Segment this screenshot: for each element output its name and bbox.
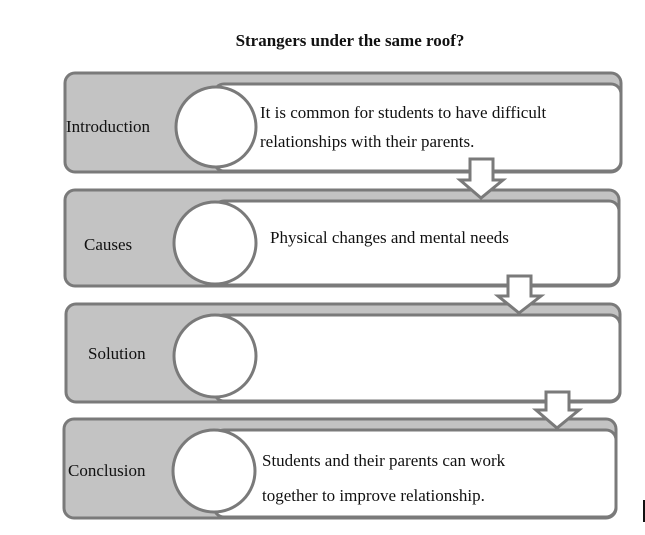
section-introduction-text: It is common for students to have diffic… (260, 103, 547, 151)
diagram-title: Strangers under the same roof? (235, 31, 465, 50)
section-causes-text: Physical changes and mental needs (270, 228, 509, 247)
text-cursor (643, 500, 645, 522)
down-arrow-icon (531, 390, 584, 430)
section-solution-label: Solution (88, 344, 146, 363)
section-introduction-circle (174, 85, 258, 169)
down-arrow-icon (493, 274, 546, 315)
section-conclusion-label: Conclusion (68, 461, 146, 480)
section-solution-shapes (64, 302, 622, 404)
section-causes-circle (172, 200, 258, 286)
section-introduction-shapes (63, 71, 623, 174)
section-introduction-label: Introduction (66, 117, 151, 136)
section-conclusion-circle (171, 428, 257, 514)
section-causes-label: Causes (84, 235, 133, 254)
section-conclusion-text: Students and their parents can work toge… (262, 451, 506, 505)
section-solution-white-box (212, 313, 622, 403)
section-solution-circle (172, 313, 258, 399)
section-conclusion-shapes (62, 417, 618, 520)
section-causes-shapes (63, 188, 621, 288)
down-arrow-icon (455, 157, 508, 200)
